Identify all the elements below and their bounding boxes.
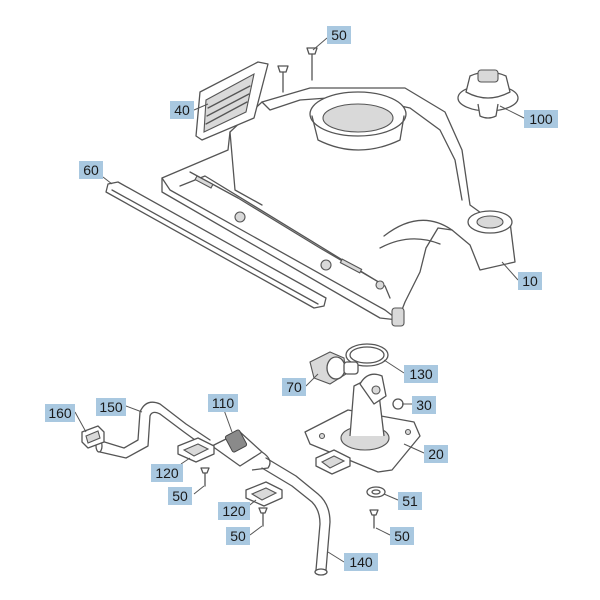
callout-100: 100	[524, 110, 558, 128]
callout-70-label: 70	[286, 379, 302, 395]
part-140-hose	[261, 457, 331, 576]
part-120-clamp-middle	[315, 449, 351, 475]
callout-50-top-label: 50	[331, 27, 347, 43]
part-130-o-ring	[345, 343, 389, 367]
part-20-bracket	[304, 373, 421, 473]
part-50-top-screws	[277, 47, 318, 93]
callout-50-c: 50	[390, 527, 414, 545]
callout-150: 150	[96, 398, 126, 416]
callout-51: 51	[398, 492, 422, 510]
callout-40: 40	[170, 101, 194, 119]
callout-120-b-label: 120	[222, 503, 246, 519]
part-40-grille	[195, 61, 269, 141]
callout-50-b-label: 50	[230, 528, 246, 544]
part-51-washer	[366, 486, 386, 498]
callout-20: 20	[424, 445, 448, 463]
leader-lines	[74, 37, 525, 563]
callout-130: 130	[404, 365, 438, 383]
part-120-clamp-upper	[177, 437, 215, 463]
callout-150-label: 150	[99, 399, 123, 415]
part-110-coupling	[211, 429, 271, 471]
part-60-strip	[105, 181, 327, 309]
callout-50-b: 50	[226, 527, 250, 545]
callout-160-label: 160	[48, 405, 72, 421]
callout-160: 160	[45, 404, 75, 422]
part-120-clamp-lower	[245, 481, 283, 507]
callout-50-a-label: 50	[172, 488, 188, 504]
callout-60: 60	[79, 161, 103, 179]
callout-30: 30	[412, 396, 436, 414]
part-50-lower-screws	[200, 467, 379, 529]
callout-20-label: 20	[428, 446, 444, 462]
callout-120-a: 120	[151, 464, 183, 482]
callout-100-label: 100	[529, 111, 553, 127]
callout-140-label: 140	[349, 554, 373, 570]
callout-120-b: 120	[218, 502, 250, 520]
callout-50-top: 50	[327, 26, 351, 44]
part-10-housing	[161, 87, 516, 327]
callout-50-c-label: 50	[394, 528, 410, 544]
callout-10-label: 10	[522, 273, 538, 289]
callout-120-a-label: 120	[155, 465, 179, 481]
callout-60-label: 60	[83, 162, 99, 178]
part-70-knob	[309, 351, 359, 385]
callout-51-label: 51	[402, 493, 418, 509]
callout-10: 10	[518, 272, 542, 290]
callout-140: 140	[344, 553, 378, 571]
callout-110: 110	[208, 394, 238, 412]
callout-30-label: 30	[416, 397, 432, 413]
callout-70: 70	[282, 378, 306, 396]
part-100-cap	[457, 69, 519, 119]
callout-110-label: 110	[212, 395, 235, 411]
callout-50-a: 50	[168, 487, 192, 505]
part-160-clip	[81, 425, 105, 449]
callout-40-label: 40	[174, 102, 190, 118]
callout-130-label: 130	[409, 366, 433, 382]
